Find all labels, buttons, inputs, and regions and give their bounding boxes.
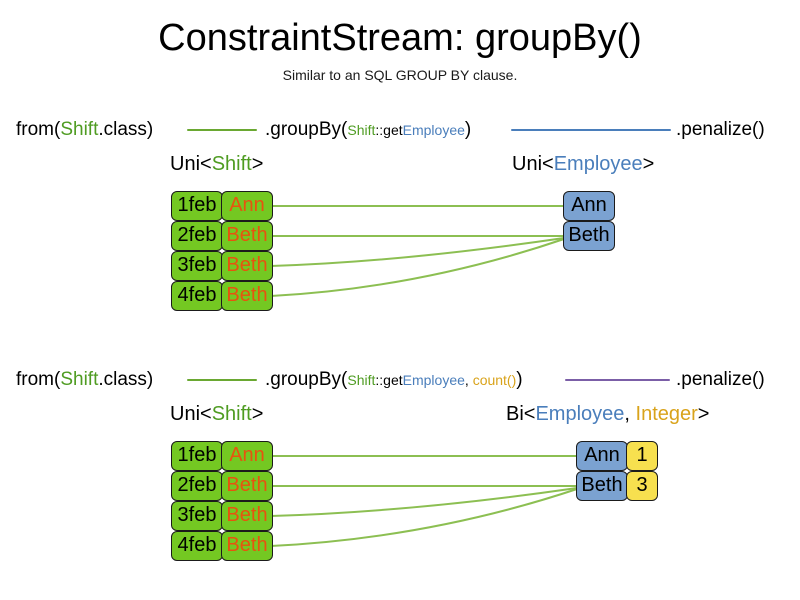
group-key[interactable]: Beth: [563, 221, 615, 251]
fact-employee[interactable]: Beth: [221, 531, 273, 561]
page-title: ConstraintStream: groupBy(): [158, 17, 642, 59]
group-key[interactable]: Ann: [563, 191, 615, 221]
page-subtitle: Similar to an SQL GROUP BY clause.: [282, 67, 518, 83]
code-from-2: from(Shift.class): [16, 369, 154, 390]
code-penalize-2: .penalize(): [676, 369, 765, 390]
fact-date[interactable]: 1feb: [171, 191, 223, 221]
fact-employee[interactable]: Beth: [221, 471, 273, 501]
fact-date[interactable]: 1feb: [171, 441, 223, 471]
fact-employee[interactable]: Beth: [221, 221, 273, 251]
code-groupby-1: .groupBy(Shift::getEmployee): [265, 119, 472, 140]
group-key[interactable]: Ann: [576, 441, 628, 471]
code-penalize-1: .penalize(): [676, 119, 765, 140]
link-3feb-beth-2: [270, 487, 578, 517]
fact-date[interactable]: 2feb: [171, 471, 223, 501]
group-key[interactable]: Beth: [576, 471, 628, 501]
group-count[interactable]: 1: [626, 441, 658, 471]
code-from-1: from(Shift.class): [16, 119, 154, 140]
link-4feb-beth-2: [270, 488, 578, 547]
caption-right-1: Uni<Employee>: [512, 153, 655, 175]
link-4feb-beth: [270, 238, 565, 297]
code-connector-right-2: [565, 379, 670, 381]
fact-date[interactable]: 4feb: [171, 531, 223, 561]
caption-left-1: Uni<Shift>: [170, 153, 264, 175]
caption-left-2: Uni<Shift>: [170, 403, 264, 425]
fact-employee[interactable]: Beth: [221, 501, 273, 531]
fact-date[interactable]: 4feb: [171, 281, 223, 311]
fact-employee[interactable]: Ann: [221, 191, 273, 221]
fact-employee[interactable]: Beth: [221, 251, 273, 281]
link-3feb-beth: [270, 237, 565, 267]
code-line-2: from(Shift.class) .groupBy(Shift::getEmp…: [0, 368, 800, 392]
fact-date[interactable]: 2feb: [171, 221, 223, 251]
fact-date[interactable]: 3feb: [171, 251, 223, 281]
code-connector-right-1: [511, 129, 671, 131]
fact-employee[interactable]: Ann: [221, 441, 273, 471]
code-connector-left-1: [187, 129, 257, 131]
group-count[interactable]: 3: [626, 471, 658, 501]
fact-employee[interactable]: Beth: [221, 281, 273, 311]
fact-date[interactable]: 3feb: [171, 501, 223, 531]
code-line-1: from(Shift.class) .groupBy(Shift::getEmp…: [0, 118, 800, 142]
code-connector-left-2: [187, 379, 257, 381]
code-groupby-2: .groupBy(Shift::getEmployee, count()): [265, 369, 523, 390]
caption-right-2: Bi<Employee, Integer>: [506, 403, 710, 425]
